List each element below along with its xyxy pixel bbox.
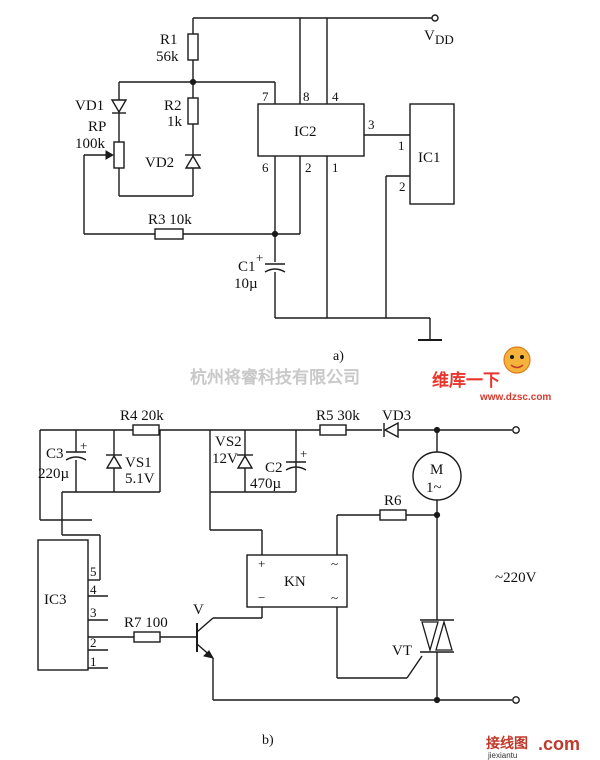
ic2-pin2: 2 [305, 160, 312, 175]
ic3-pin2: 2 [90, 635, 97, 650]
r3-resistor [154, 228, 184, 240]
vs1-value: 5.1V [125, 471, 155, 487]
c1-plus: + [256, 250, 263, 265]
watermark-footer: 接线图 .com jiexiantu [486, 734, 580, 760]
mains-terminal-bottom [512, 696, 520, 704]
r6-resistor [379, 509, 407, 521]
ic2-pin6: 6 [262, 160, 269, 175]
ic2-box [257, 103, 365, 157]
ic2-pin3: 3 [368, 117, 375, 132]
vdd-sub: DD [435, 32, 454, 47]
c2-value: 470µ [250, 476, 282, 492]
transistor-label: V [193, 602, 204, 618]
triac-label: VT [392, 643, 412, 659]
vd2-diode [184, 154, 202, 169]
ic1-pin2: 2 [399, 179, 406, 194]
footer-com: .com [538, 734, 580, 754]
mascot-icon [503, 346, 531, 374]
rp-potentiometer [113, 141, 125, 169]
kn-ac2: ~ [331, 590, 338, 605]
caption-a: a) [333, 349, 344, 364]
ic3-pin3: 3 [90, 605, 97, 620]
vd1-diode [110, 99, 128, 114]
vdd-label: V [424, 28, 435, 44]
c3-plus: + [80, 438, 87, 453]
ic3-label: IC3 [44, 592, 67, 608]
kn-relay-box [246, 554, 348, 608]
vdd-terminal [431, 14, 439, 22]
r5-label: R5 30k [316, 408, 360, 424]
r2-value: 1k [167, 114, 183, 130]
r1-name: R1 [160, 32, 178, 48]
ic2-pin1: 1 [332, 160, 339, 175]
footer-cn: 接线图 [486, 735, 528, 752]
r5-resistor [319, 424, 347, 436]
kn-minus: − [258, 590, 265, 605]
logo-text: 维库一下 [432, 370, 500, 391]
kn-plus: + [258, 556, 265, 571]
r7-label: R7 100 [124, 615, 168, 631]
ic1-box [409, 103, 455, 205]
r4-resistor [132, 424, 160, 436]
r2-name: R2 [164, 98, 182, 114]
diagram-a: V DD R1 56k R2 1k VD2 VD1 [75, 14, 455, 364]
ic3-pin5: 5 [90, 564, 97, 579]
vs2-zener [236, 454, 254, 469]
vs1-zener [105, 454, 123, 469]
ic2-label: IC2 [294, 124, 317, 140]
r7-resistor [133, 631, 161, 643]
vs2-name: VS2 [215, 434, 242, 450]
motor-m: M [430, 462, 443, 478]
vs1-name: VS1 [125, 455, 152, 471]
c2-name: C2 [265, 460, 283, 476]
caption-b: b) [262, 733, 274, 748]
c3-value: 220µ [38, 466, 70, 482]
vs2-value: 12V [212, 451, 238, 467]
r1-value: 56k [156, 49, 179, 65]
c1-value: 10µ [234, 276, 258, 292]
vd3-label: VD3 [382, 408, 411, 424]
logo-url: www.dzsc.com [479, 392, 551, 403]
motor-sub: 1~ [426, 480, 442, 496]
r3-label: R3 10k [148, 212, 192, 228]
c2-plus: + [300, 446, 307, 461]
kn-ac1: ~ [331, 556, 338, 571]
c3-name: C3 [46, 446, 64, 462]
rp-name: RP [88, 119, 106, 135]
r1-resistor [187, 33, 199, 61]
r4-label: R4 20k [120, 408, 164, 424]
diagram-b: R4 20k R5 30k VD3 C3 220µ + VS1 5.1V [37, 408, 537, 748]
ic1-label: IC1 [418, 150, 441, 166]
ic2-pin4: 4 [332, 89, 339, 104]
r6-label: R6 [384, 493, 402, 509]
footer-url: jiexiantu [487, 751, 517, 760]
mains-label: ~220V [495, 570, 537, 586]
kn-label: KN [284, 574, 306, 590]
mains-terminal-top [512, 426, 520, 434]
ic3-pin1: 1 [90, 654, 97, 669]
ic3-pin4: 4 [90, 582, 97, 597]
triac-symbol [421, 621, 439, 653]
r2-resistor [187, 97, 199, 125]
ic2-pin7: 7 [262, 89, 269, 104]
vd1-label: VD1 [75, 98, 104, 114]
c1-name: C1 [238, 259, 256, 275]
ic3-box [37, 539, 89, 671]
vd2-label: VD2 [145, 155, 174, 171]
rp-value: 100k [75, 136, 106, 152]
vd3-diode [383, 421, 399, 439]
watermark-middle: 杭州将睿科技有限公司 维库一下 www.dzsc.com [190, 346, 551, 403]
company-watermark: 杭州将睿科技有限公司 [190, 367, 360, 388]
ic1-pin1: 1 [398, 138, 405, 153]
ic2-pin8: 8 [303, 89, 310, 104]
